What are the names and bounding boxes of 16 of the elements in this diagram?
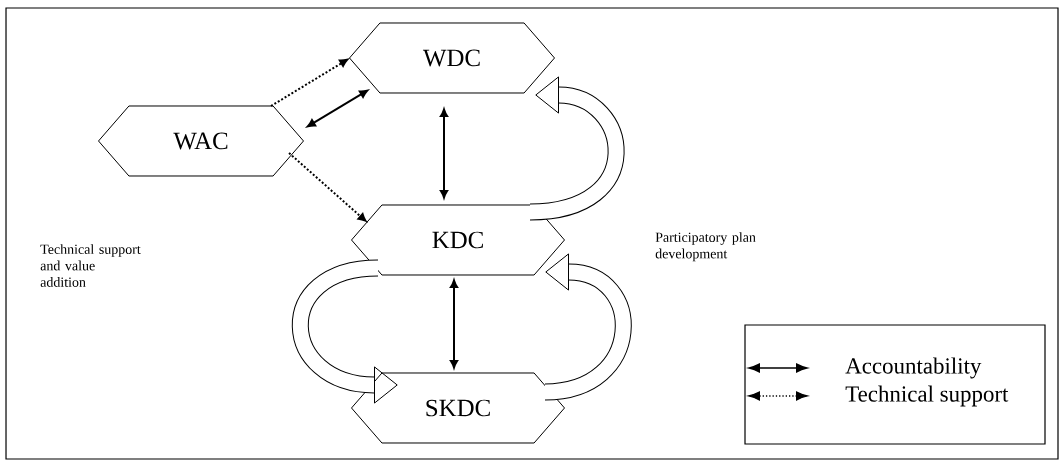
- hexagon-node: KDC: [351, 204, 565, 276]
- double-arrow: [449, 279, 459, 369]
- dotted-arrow: [270, 58, 349, 107]
- hexagon-node: WDC: [349, 22, 555, 94]
- curved-block-arrow: [544, 253, 632, 401]
- curved-block-arrow: [291, 259, 398, 404]
- curved-block-arrow: [529, 76, 625, 221]
- hexagon-node: WAC: [98, 105, 304, 177]
- legend-text: Technical support: [845, 385, 1009, 407]
- note-text: Technical support and value addition: [40, 244, 141, 287]
- note-text: Participatory plan development: [655, 232, 756, 262]
- double-arrow: [306, 89, 369, 128]
- legend-text: Accountability: [845, 357, 982, 379]
- dotted-arrow: [288, 152, 367, 222]
- hexagon-node: SKDC: [351, 372, 565, 444]
- double-arrow: [439, 108, 449, 199]
